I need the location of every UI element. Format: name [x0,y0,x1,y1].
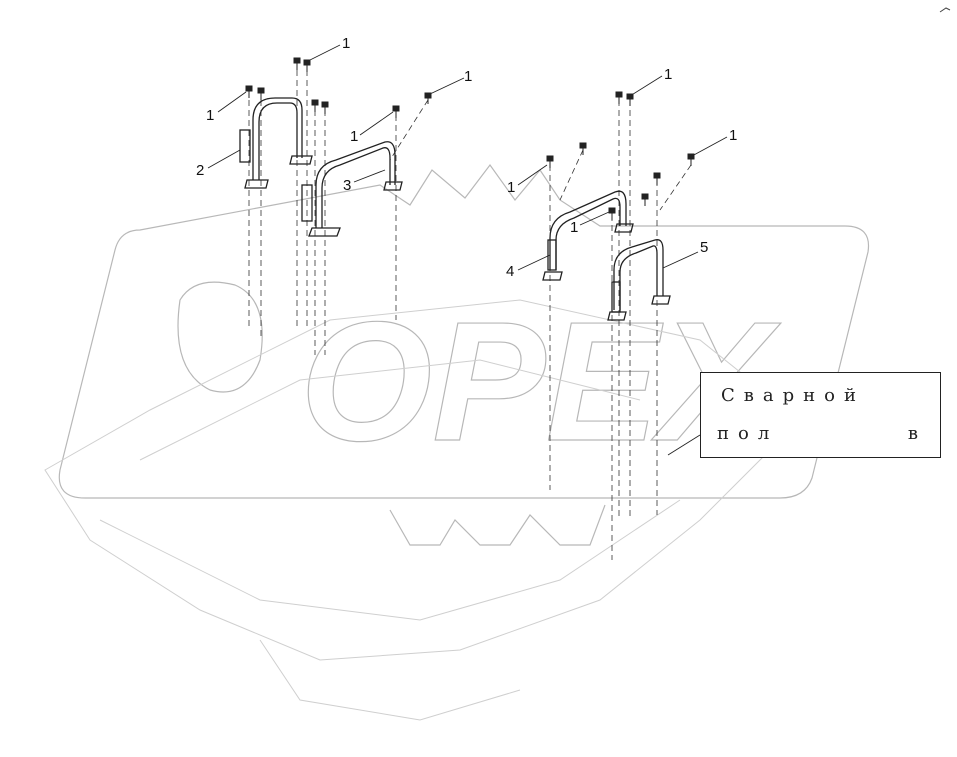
corner-mark [939,7,951,13]
callout-label: 1 [342,35,350,52]
handrail-4 [542,190,634,281]
bolt-icon [303,59,311,72]
callout-label: 5 [700,239,708,256]
bolt-icon [392,105,400,118]
callout-label: 1 [570,219,578,236]
handrail-3 [301,141,403,237]
bolt-icon [615,91,623,104]
handrail-2 [239,97,313,189]
bolt-icon [321,101,329,114]
callout-label: 1 [729,127,737,144]
bolt-icon [424,92,432,104]
callout-label: 1 [464,68,472,85]
projection-lines [248,70,692,560]
callout-label: 3 [343,177,351,194]
bolt-icon [245,85,253,98]
callout-label: 1 [664,66,672,83]
label-line-2: пол [717,423,779,444]
bolt-icon [579,142,587,155]
bolt-icon [311,99,319,112]
callout-label: 2 [196,162,204,179]
handrail-5 [607,239,671,321]
bolt-icons [245,57,695,220]
bolt-icon [641,193,649,206]
callout-label: 4 [506,263,514,280]
watermark-logo: OPEX [58,163,870,546]
floor-frame-outline [44,299,801,721]
part-label-box: Сварной пол в [700,372,941,458]
bolt-icon [653,172,661,185]
bolt-icon [293,57,301,70]
bolt-icon [626,93,634,106]
callout-label: 1 [350,128,358,145]
bolt-icon [687,153,695,166]
bolt-icon [257,87,265,100]
bolt-icon [546,155,554,168]
leader-lines [207,44,728,456]
callout-label: 1 [206,107,214,124]
callout-label: 1 [507,179,515,196]
bolt-icon [608,207,616,220]
label-line-2-end: в [907,423,918,444]
label-line-1: Сварной [721,385,865,406]
